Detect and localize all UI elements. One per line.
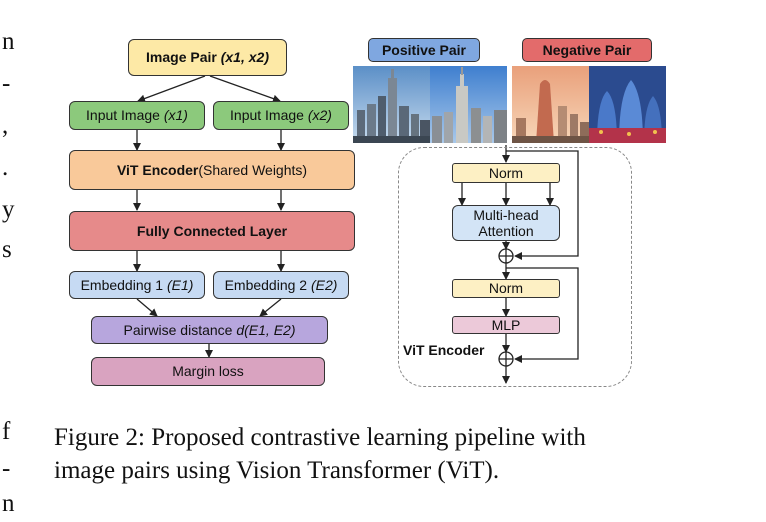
margin-char: f [2,418,11,445]
positive-pair-photo-2 [430,66,507,143]
positive-pair-photo-1 [353,66,430,143]
input-image-2-box: Input Image (x2) [213,101,349,130]
mlp-label: MLP [491,316,521,333]
input-image-2-var: (x2) [307,107,332,124]
vit-encoder-detail-frame [398,147,632,387]
input-image-1-label: Input Image [86,107,160,124]
input-image-2-label: Input Image [230,107,304,124]
image-pair-box: Image Pair (x1, x2) [128,39,287,76]
multi-head-attention-box: Multi-head Attention [452,205,560,241]
vit-encoder-box: ViT Encoder (Shared Weights) [69,150,355,190]
margin-loss-box: Margin loss [91,357,325,386]
norm-1-label: Norm [488,164,524,181]
figure-caption: Figure 2: Proposed contrastive learning … [54,421,744,487]
embedding-2-var: (E2) [310,276,338,293]
vit-encoder-sublabel: (Shared Weights) [198,161,308,178]
image-pair-vars: (x1, x2) [220,49,269,66]
positive-pair-tag: Positive Pair [368,38,480,62]
caption-line-1: Figure 2: Proposed contrastive learning … [54,424,586,451]
left-column-fragment: n - , . y s f - n [0,0,26,522]
margin-char: n [2,28,15,55]
embedding-2-box: Embedding 2 (E2) [213,271,349,299]
negative-pair-photo-2 [589,66,666,143]
norm-1-box: Norm [452,163,560,183]
positive-pair-label: Positive Pair [381,42,467,58]
negative-pair-tag: Negative Pair [522,38,652,62]
margin-char: , [2,112,9,139]
input-image-1-box: Input Image (x1) [69,101,205,130]
embedding-1-label: Embedding 1 [80,276,164,293]
input-image-1-var: (x1) [163,107,188,124]
fully-connected-layer-box: Fully Connected Layer [69,211,355,251]
attention-label-line2: Attention [478,223,534,239]
vit-encoder-label: ViT Encoder [116,161,199,178]
fully-connected-layer-label: Fully Connected Layer [136,222,288,239]
margin-char: . [2,154,9,181]
norm-2-box: Norm [452,279,560,298]
margin-loss-label: Margin loss [172,363,244,380]
negative-pair-photo-1 [512,66,589,143]
margin-char: s [2,236,12,263]
margin-char: - [2,70,11,97]
embedding-2-label: Embedding 2 [224,276,308,293]
image-pair-label: Image Pair [146,49,217,66]
embedding-1-var: (E1) [166,276,194,293]
vit-encoder-detail-label: ViT Encoder [403,342,485,358]
margin-char: n [2,490,15,517]
norm-2-label: Norm [488,280,524,297]
embedding-1-box: Embedding 1 (E1) [69,271,205,299]
pairwise-distance-label: Pairwise distance [123,321,233,338]
caption-line-2: image pairs using Vision Transformer (Vi… [54,457,500,484]
pairwise-distance-box: Pairwise distance d(E1, E2) [91,316,328,344]
pairwise-distance-var: d(E1, E2) [236,321,296,338]
margin-char: - [2,455,11,482]
margin-char: y [2,196,15,223]
negative-pair-label: Negative Pair [542,42,632,58]
mlp-box: MLP [452,316,560,334]
attention-label-line1: Multi-head [473,206,539,223]
